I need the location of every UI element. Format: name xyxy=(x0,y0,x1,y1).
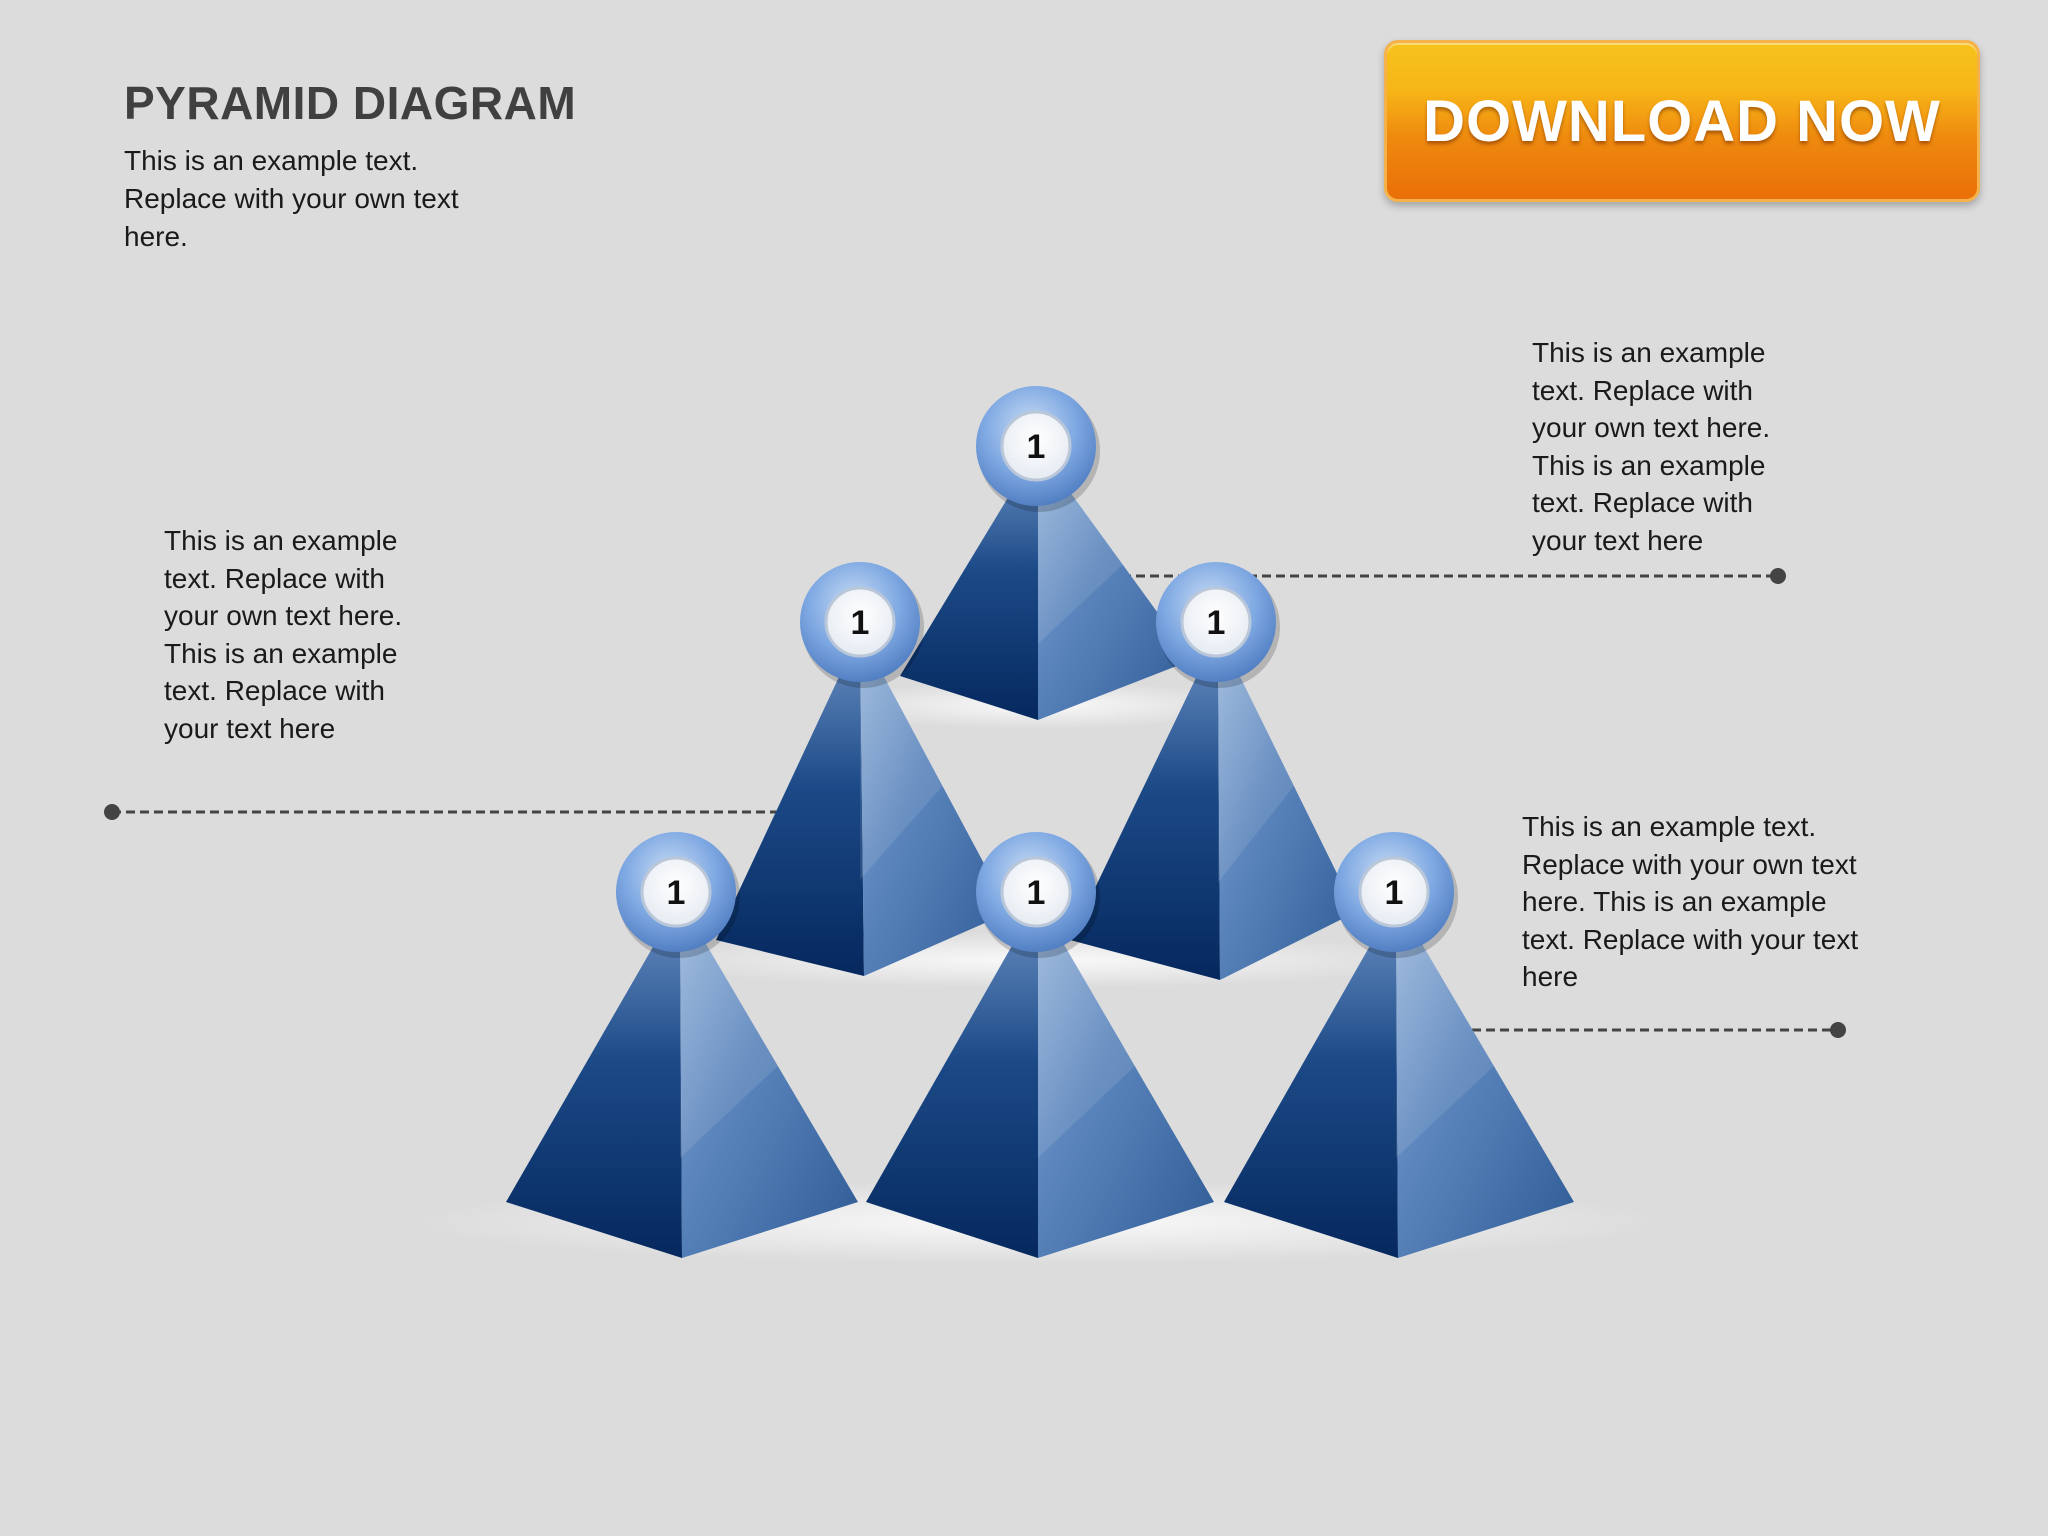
badge-number: 1 xyxy=(1385,874,1404,912)
pyramid-left-face xyxy=(716,632,864,976)
pyramid-left-face xyxy=(900,448,1038,720)
pyramid-left-face xyxy=(506,900,682,1258)
badge-number: 1 xyxy=(851,604,870,642)
pyramid-left-face xyxy=(1070,632,1220,980)
page-title: PYRAMID DIAGRAM xyxy=(124,77,577,129)
pyramid-bottom-center xyxy=(866,900,1214,1258)
connector-dot xyxy=(104,804,120,820)
pyramid-shine xyxy=(1038,900,1135,1158)
pyramid-right-face xyxy=(680,900,858,1258)
page-subtitle: This is an example text. Replace with yo… xyxy=(124,145,459,252)
pyramid-left-face xyxy=(1224,900,1398,1258)
text-block-bottom-right: This is an example text. Replace with yo… xyxy=(1522,811,1859,992)
download-now-button[interactable]: DOWNLOAD NOW xyxy=(1384,40,1980,202)
badge-inner xyxy=(824,586,896,658)
badge-number: 1 xyxy=(1207,604,1226,642)
pyramid-middle-left xyxy=(716,632,1010,976)
number-badge-bottom-center: 1 xyxy=(976,832,1100,958)
pyramid-bottom-right xyxy=(1224,900,1574,1258)
text-block-left: This is an example text. Replace with yo… xyxy=(164,525,403,744)
badge-inner xyxy=(1000,856,1072,928)
number-badge-bottom-right: 1 xyxy=(1334,832,1458,958)
badge-number: 1 xyxy=(1027,874,1046,912)
connector-dot xyxy=(1770,568,1786,584)
pyramid-shine xyxy=(860,632,943,880)
pyramid-right-face xyxy=(860,632,1010,976)
pyramid-shine xyxy=(680,900,778,1158)
badge-number: 1 xyxy=(1027,428,1046,466)
text-block-top-right: This is an example text. Replace with yo… xyxy=(1532,337,1771,556)
number-badge-middle-right: 1 xyxy=(1156,562,1280,688)
download-now-label: DOWNLOAD NOW xyxy=(1423,88,1941,154)
pyramid-right-face xyxy=(1218,632,1356,980)
number-badge-top: 1 xyxy=(976,386,1100,512)
badge-inner xyxy=(1000,410,1072,482)
badge-inner xyxy=(1358,856,1430,928)
badge-number: 1 xyxy=(667,874,686,912)
pyramid-right-face xyxy=(1038,448,1192,720)
pyramid-shine xyxy=(1396,900,1494,1158)
pyramid-right-face xyxy=(1038,900,1214,1258)
pyramid-middle-right xyxy=(1070,632,1356,980)
badge-inner xyxy=(1180,586,1252,658)
number-badge-middle-left: 1 xyxy=(800,562,924,688)
pyramid-right-face xyxy=(1396,900,1574,1258)
pyramid-shine xyxy=(1218,632,1294,883)
connector-dot xyxy=(1830,1022,1846,1038)
badge-inner xyxy=(640,856,712,928)
pyramid-bottom-left xyxy=(506,900,858,1258)
number-badge-bottom-left: 1 xyxy=(616,832,740,958)
pyramid-left-face xyxy=(866,900,1038,1258)
